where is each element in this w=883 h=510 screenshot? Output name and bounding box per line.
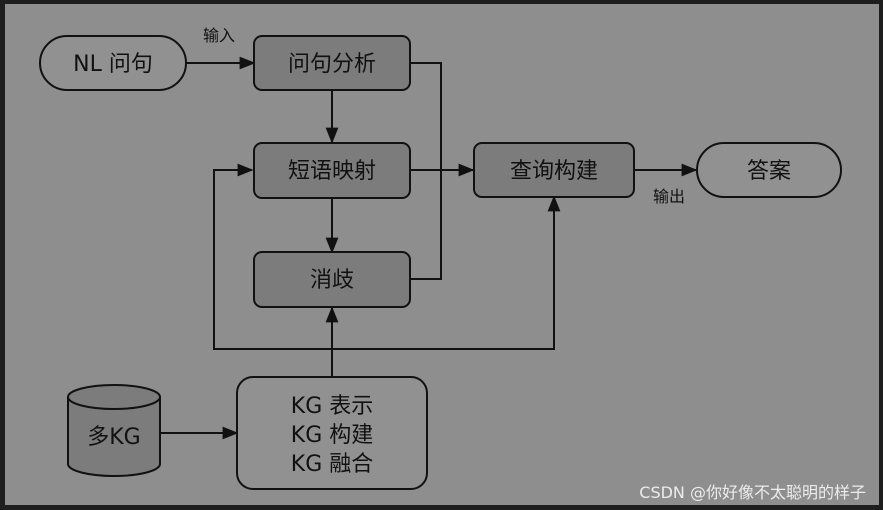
kg-representation-label: KG 表示: [291, 394, 373, 419]
node-phrase-mapping: 短语映射: [253, 142, 411, 199]
phrase-mapping-label: 短语映射: [288, 159, 376, 184]
node-query-construction: 查询构建: [473, 142, 635, 198]
edge-kg-to-mapping: [213, 163, 332, 350]
node-answer: 答案: [696, 142, 842, 198]
edges: [160, 56, 698, 440]
node-disambiguation: 消歧: [253, 251, 411, 308]
query-construction-label: 查询构建: [510, 159, 598, 184]
node-kg-operations: KG 表示 KG 构建 KG 融合: [236, 376, 428, 490]
kg-fusion-label: KG 融合: [291, 452, 373, 477]
nl-question-label: NL 问句: [73, 52, 153, 77]
output-edge-label: 输出: [653, 187, 685, 206]
node-multi-kg-database: 多KG: [67, 384, 161, 477]
node-nl-question: NL 问句: [39, 35, 187, 91]
disambiguation-label: 消歧: [310, 268, 354, 293]
watermark-text: CSDN @你好像不太聪明的样子: [639, 483, 866, 502]
kg-construction-label: KG 构建: [291, 423, 373, 448]
edge-analysis-to-query: [410, 62, 442, 170]
question-analysis-label: 问句分析: [288, 52, 376, 77]
answer-label: 答案: [747, 159, 791, 184]
input-edge-label: 输入: [203, 26, 235, 45]
edge-disambiguation-to-query: [410, 170, 442, 280]
node-question-analysis: 问句分析: [253, 35, 411, 91]
multi-kg-label: 多KG: [87, 425, 140, 450]
edge-kg-to-query: [332, 195, 561, 350]
